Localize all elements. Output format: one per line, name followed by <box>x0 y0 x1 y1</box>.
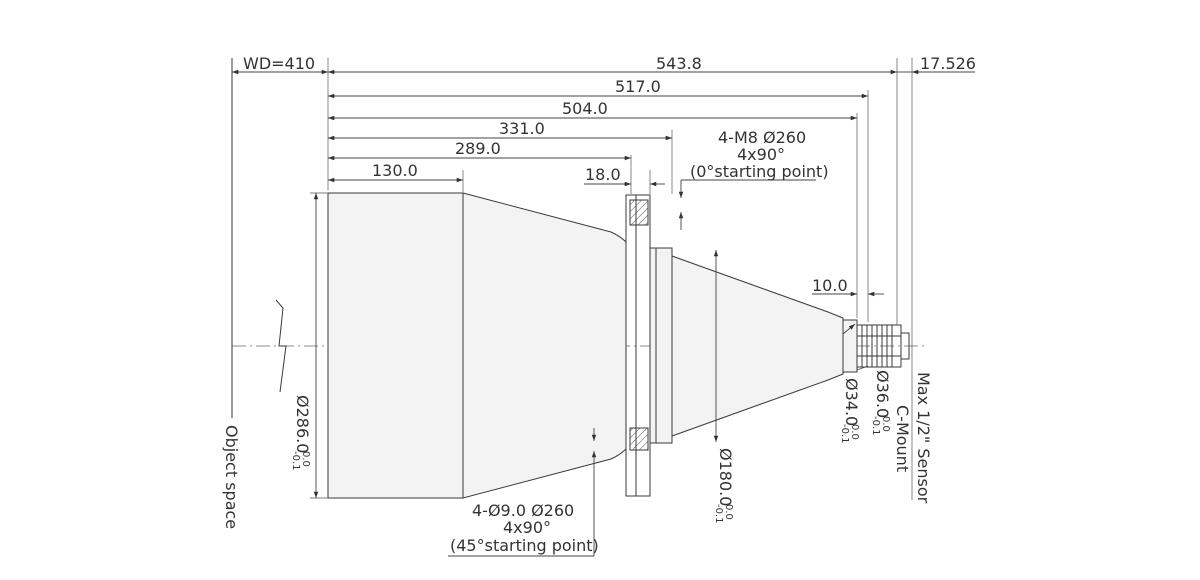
total-length-label: 543.8 <box>656 54 702 73</box>
thread-note-line3: (0°starting point) <box>690 162 829 181</box>
hole-note-line3: (45°starting point) <box>450 536 599 555</box>
front-barrel <box>327 192 464 499</box>
svg-text:-0.1: -0.1 <box>713 504 724 524</box>
thread-note-line1: 4-M8 Ø260 <box>718 128 806 147</box>
wd-label: WD=410 <box>243 54 315 73</box>
c-mount-label: C-Mount <box>893 405 912 472</box>
d130-label: 130.0 <box>372 161 418 180</box>
svg-text:0.0: 0.0 <box>880 416 891 432</box>
thread-note-line2: 4x90° <box>737 145 785 164</box>
hole-note-line2: 4x90° <box>503 518 551 537</box>
svg-text:-0.1: -0.1 <box>870 416 881 436</box>
flange-thread-section <box>629 199 649 226</box>
flange-hole-section <box>629 427 649 451</box>
svg-text:0.0: 0.0 <box>300 451 311 467</box>
dia286-label: Ø286.0 0.0 -0.1 <box>290 395 312 471</box>
svg-text:0.0: 0.0 <box>723 504 734 520</box>
svg-text:Ø36.0: Ø36.0 <box>873 370 892 418</box>
d10-label: 10.0 <box>812 276 848 295</box>
d504-label: 504.0 <box>562 99 608 118</box>
svg-text:Ø180.0: Ø180.0 <box>716 448 735 506</box>
svg-text:-0.1: -0.1 <box>290 451 301 471</box>
thread-lines <box>857 325 901 367</box>
svg-text:0.0: 0.0 <box>849 424 860 440</box>
front-cone <box>462 192 627 499</box>
hole-note-line1: 4-Ø9.0 Ø260 <box>472 501 574 520</box>
mount-flange <box>625 194 651 497</box>
dia36-label: Ø36.0 0.0 -0.1 <box>870 370 892 436</box>
sensor-offset-label: 17.526 <box>920 54 976 73</box>
object-space-label: Object space <box>222 425 241 529</box>
d517-label: 517.0 <box>615 77 661 96</box>
svg-text:Ø286.0: Ø286.0 <box>293 395 312 453</box>
sensor-label: Max 1/2" Sensor <box>914 372 933 504</box>
break-mark <box>275 299 287 393</box>
d331-label: 331.0 <box>499 119 545 138</box>
svg-text:Ø34.0: Ø34.0 <box>842 378 861 426</box>
dia180-label: Ø180.0 0.0 -0.1 <box>713 448 735 524</box>
d289-label: 289.0 <box>455 139 501 158</box>
svg-text:-0.1: -0.1 <box>839 424 850 444</box>
d18-label: 18.0 <box>585 165 621 184</box>
flange-step <box>649 247 673 444</box>
dia34-label: Ø34.0 0.0 -0.1 <box>839 378 861 444</box>
